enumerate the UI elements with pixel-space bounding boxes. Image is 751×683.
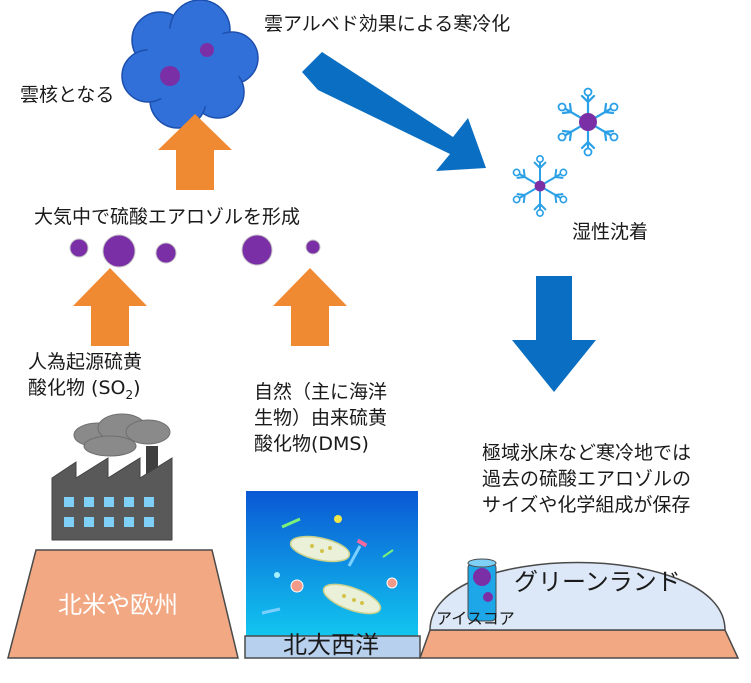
factory-icon [51, 413, 173, 541]
north-america-europe-land [7, 549, 239, 659]
down-arrow-blue [512, 276, 596, 392]
aerosol-formation-label: 大気中で硫酸エアロゾルを形成 [34, 206, 301, 228]
aerosol-particle [200, 43, 214, 57]
ice-sheet [429, 561, 726, 631]
ice-core-icon [467, 558, 497, 622]
natural-sulfur-label: 自然（主に海洋 生物）由来硫黄 酸化物(DMS) [254, 381, 388, 455]
greenland-label: グリーンランド [514, 568, 681, 596]
aerosol-particles [69, 234, 321, 268]
cloud-albedo-label: 雲アルベド効果による寒冷化 [264, 13, 511, 35]
north-atlantic-label: 北大西洋 [283, 631, 379, 659]
up-arrow-orange [158, 114, 232, 190]
north-america-europe-label: 北米や欧州 [58, 591, 178, 619]
north-atlantic-strip [244, 635, 421, 659]
cloud-icon [121, 0, 259, 129]
wet-deposition-label: 湿性沈着 [572, 221, 649, 243]
diagonal-arrow-blue [302, 52, 486, 171]
snowflake-icon [512, 154, 568, 218]
polar-preservation-label: 極域氷床など寒冷地では 過去の硫酸エアロゾルの サイズや化学組成が保存 [482, 442, 692, 516]
aerosol-particle [160, 66, 180, 86]
up-arrow-orange [73, 268, 147, 346]
plankton-icon [261, 515, 398, 615]
anthropogenic-sulfur-label: 人為起源硫黄 酸化物 (SO2) [28, 351, 143, 402]
up-arrow-orange [273, 268, 347, 346]
snowflake-icon [557, 87, 619, 157]
greenland-land [418, 629, 740, 659]
ocean-panel [246, 491, 418, 639]
cloud-nuclei-label: 雲核となる [20, 84, 115, 106]
ice-core-label: アイスコア [436, 609, 515, 628]
